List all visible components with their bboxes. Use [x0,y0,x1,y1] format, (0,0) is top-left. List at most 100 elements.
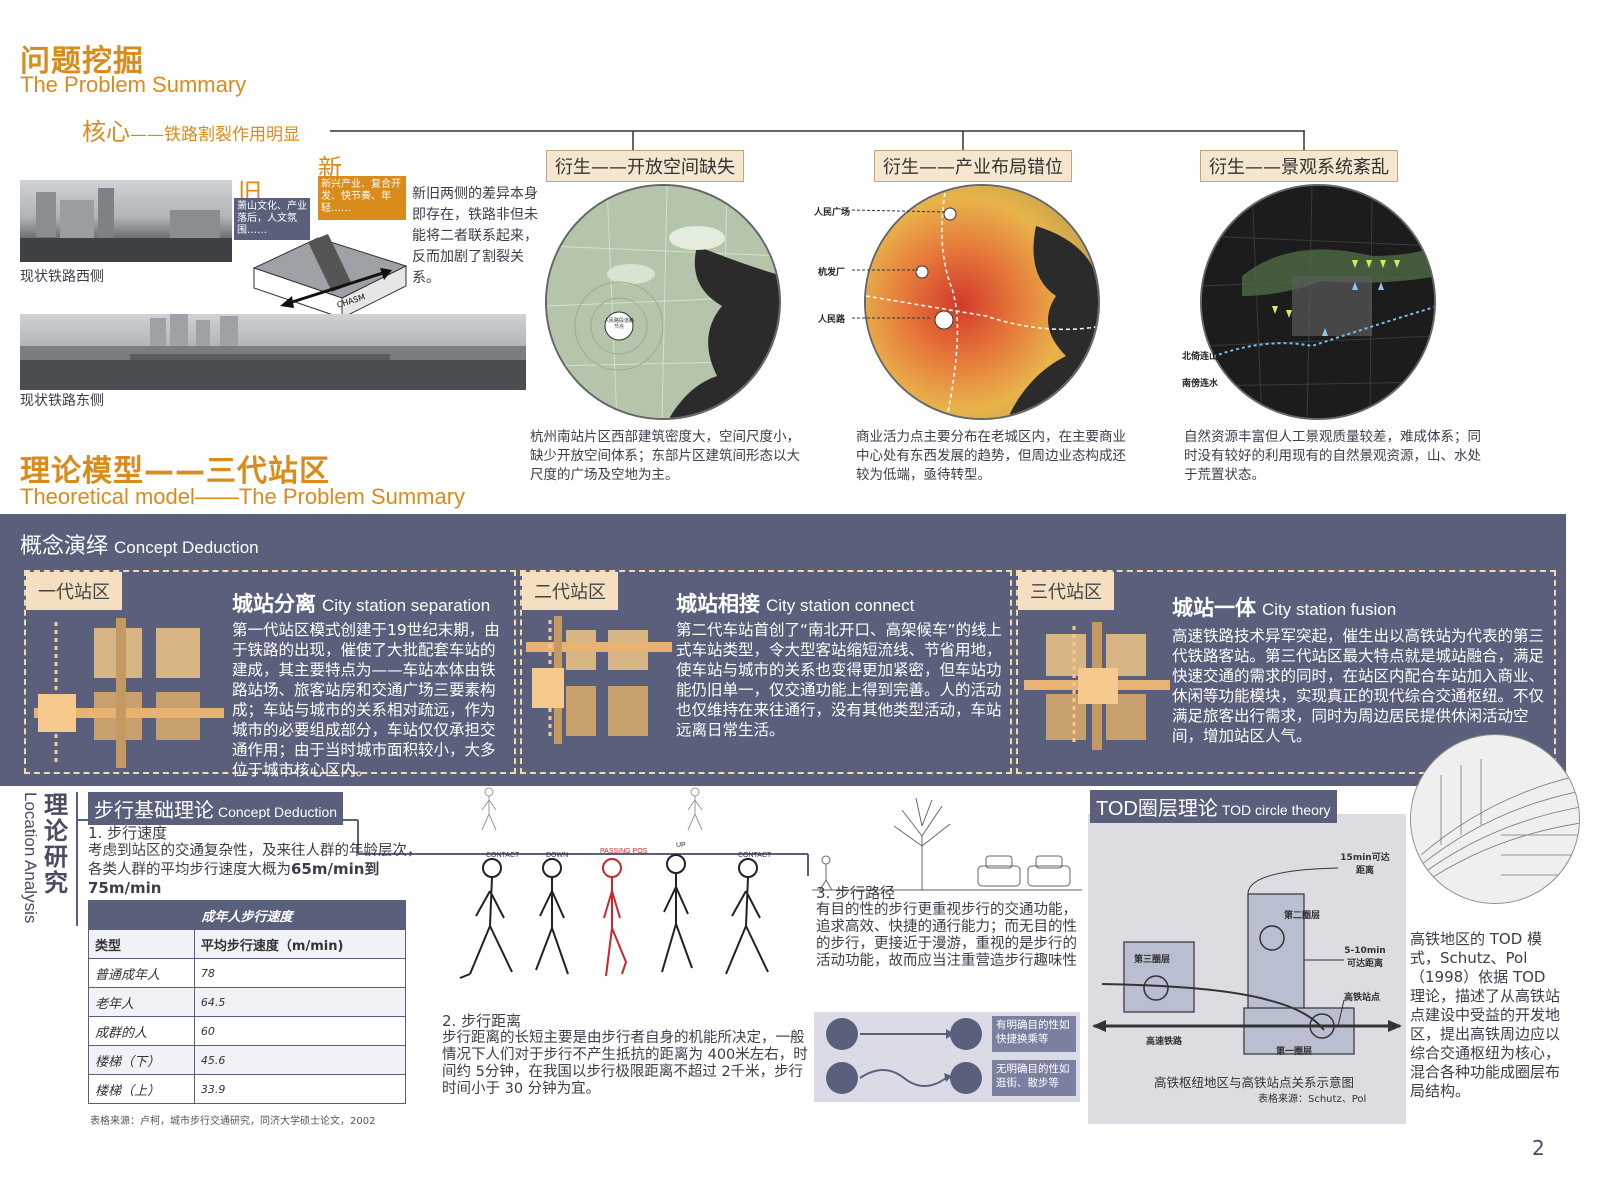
walk-title-en: Concept Deduction [218,804,338,820]
tod-label-ring1: 第一圈层 [1276,1047,1313,1057]
vertical-divider [76,792,78,926]
table-row: 楼梯（上）33.9 [88,1074,407,1104]
walker-icon-2 [687,787,703,831]
branch-industry-tag: 衍生——产业布局错位 [874,150,1072,182]
east-photo-skyline [20,314,526,390]
walk-title-cn: 步行基础理论 [94,800,214,822]
tod-label-rail: 高速铁路 [1146,1037,1183,1047]
concept-title-en: Concept Deduction [114,538,259,557]
distance-text: 步行距离的长短主要是由步行者自身的机能所决定，一般情况下人们对于步行不产生抵抗的… [442,1030,808,1097]
gen2-diagram [526,616,672,744]
gait-label-3: PASSING POS [600,848,648,855]
core-text: ——铁路割裂作用明显 [130,125,300,145]
path-diagram-art [826,1018,982,1094]
tod-caption: 高铁枢纽地区与高铁站点关系示意图 [1154,1075,1355,1090]
speed-text-wrap: 考虑到站区的交通复杂性，及来往人群的年龄层次，各类人群的平均步行速度大概为65m… [88,842,428,898]
tod-label-15min: 15min可达距离 [1340,853,1390,876]
row-value: 45.6 [193,1045,407,1075]
vertical-title-en: Location Analysis [21,792,40,924]
gen3-head-en: City station fusion [1262,600,1397,619]
theory-title-cn: 理论模型——三代站区 [20,454,330,489]
tod-title-en: TOD circle theory [1221,802,1331,818]
row-name: 成群的人 [88,1016,195,1046]
speed-table-source: 表格来源：卢柯，城市步行交通研究，同济大学硕士论文，2002 [90,1116,376,1127]
chasm-diagram: CHASM [252,234,408,319]
open-space-map-art [547,186,779,418]
vertical-title-en-wrap: Location Analysis [21,792,42,932]
tod-label-ring2: 第二圈层 [1284,911,1321,921]
problem-title-en: The Problem Summary [20,72,247,97]
point-renmin-road: 人民路 [818,315,846,325]
row-value: 78 [193,958,407,988]
speed-table-caption: 成年人步行速度 [88,900,406,930]
concept-band [0,514,1566,786]
gen1-head: 城站分离 City station separation [232,588,490,618]
gen3-tag: 三代站区 [1018,572,1114,610]
landscape-map [1200,184,1436,420]
point-renmin-square: 人民广场 [814,208,851,218]
open-space-center-label: 人民路段道路节点 [603,318,634,330]
gen1-panel [24,570,516,774]
gen1-head-cn: 城站分离 [232,593,316,616]
west-caption: 现状铁路西侧 [20,269,104,285]
gen2-head-en: City station connect [766,596,915,615]
gen3-head-cn: 城站一体 [1172,597,1256,620]
west-photo-skyline [20,188,232,262]
branch-open-space-desc: 杭州南站片区西部建筑密度大，空间尺度小，缺少开放空间体系；东部片区建筑间形态以大… [530,429,800,483]
hierarchy-lines [330,130,1305,151]
industry-heatmap-art [866,186,1098,418]
branch-landscape-desc: 自然资源丰富但人工景观质量较差，难成体系；同时没有较好的利用现有的自然景观资源，… [1184,429,1481,483]
station-sketch-art [1411,735,1579,903]
gait-cycle-illustration [459,854,769,979]
path-text: 有目的性的步行更重视步行的交通功能，追求高效、快捷的通行能力；而无目的性的步行，… [816,902,1077,969]
concept-title-cn: 概念演绎 [20,533,109,558]
theory-title-en: Theoretical model——The Problem Summary [20,484,466,509]
branch-industry-desc: 商业活力点主要分布在老城区内，在主要商业中心处有东西发展的趋势，但周边业态构成还… [856,429,1126,483]
gait-label-2: DOWN [546,852,569,859]
walk-bracket-lines [78,819,809,876]
gen2-panel [520,570,1012,774]
distance-heading: 2. 步行距离 [442,1012,522,1030]
gen2-tag: 二代站区 [522,572,618,610]
path-label-aimless: 无明确目的性如逛街、散步等 [992,1060,1076,1096]
tod-text: 高铁地区的 TOD 模式，Schutz、Pol（1998）依据 TOD 理论，描… [1410,930,1561,1100]
row-value: 33.9 [193,1074,407,1104]
industry-leader-lines [852,209,947,319]
row-name: 老年人 [88,987,195,1017]
row-name: 普通成年人 [88,958,195,988]
table-row: 楼梯（下）45.6 [88,1045,407,1075]
gait-label-1: CONTACT [486,852,520,859]
gen2-text: 第二代车站首创了“南北开口、高架候车”的线上式车站类型，令大型客站缩短流线、节省… [676,621,1003,739]
row-name: 楼梯（下） [88,1045,195,1075]
east-caption: 现状铁路东侧 [20,393,104,409]
gen1-head-en: City station separation [322,596,491,615]
speed-value: 65m/min到75m/min [88,860,380,897]
street-illustration [812,797,1082,891]
gen1-diagram [34,618,224,768]
path-heading: 3. 步行路径 [816,884,896,902]
tod-label-station: 高铁站点 [1344,993,1381,1003]
branch-landscape-tag: 衍生——景观系统紊乱 [1200,150,1398,182]
new-tag: 新兴产业、复合开发、快节奏、年轻…… [318,176,406,220]
gait-label-5: CONTACT [738,852,772,859]
path-label-purposeful: 有明确目的性如快捷换乘等 [992,1016,1076,1052]
core-heading: 核心——铁路割裂作用明显 [82,112,300,147]
concept-title: 概念演绎 Concept Deduction [20,528,259,560]
gen3-text: 高速铁路技术异军突起，催生出以高铁站为代表的第三代铁路客站。第三代站区最大特点就… [1172,627,1545,745]
tod-label-ring3: 第三圈层 [1134,955,1171,965]
gen1-text: 第一代站区模式创建于19世纪末期，由于铁路的出现，催使了大批配套车站的建成，其主… [232,621,500,779]
open-space-map: 人民路段道路节点 [545,184,781,420]
east-railway-photo [20,314,526,390]
speed-text: 考虑到站区的交通复杂性，及来往人群的年龄层次，各类人群的平均步行速度大概为 [88,843,422,878]
gait-labels: CONTACT DOWN PASSING POS UP CONTACT [486,842,796,866]
vertical-title-cn: 理论研究 [44,791,68,897]
old-tag: 萧山文化、产业落后，人文氛围…… [234,198,310,240]
page-number: 2 [1532,1136,1545,1160]
